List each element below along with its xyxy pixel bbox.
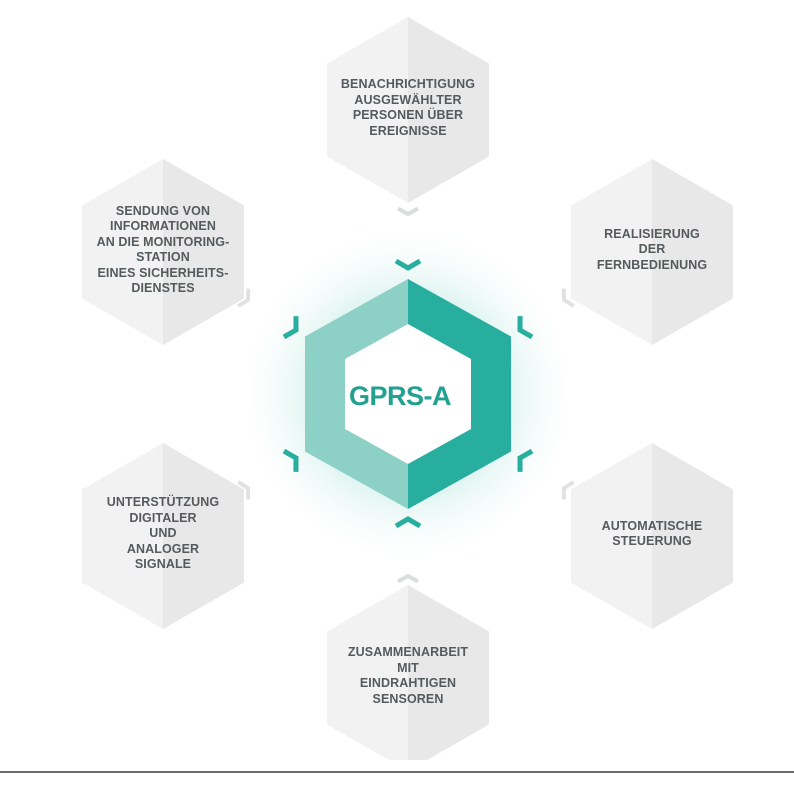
hexagon-bottom <box>327 585 489 760</box>
chevron-markers <box>237 206 575 584</box>
bracket-upper-right <box>517 316 534 340</box>
hexagon-diagram <box>82 17 733 760</box>
bracket-bottom-shape <box>394 516 422 529</box>
feature-label-lower-right: AUTOMATISCHE STEUERUNG <box>601 518 703 549</box>
chevron-top-gray <box>397 206 419 217</box>
bracket-lower-left-shape <box>282 448 299 472</box>
bottom-divider <box>0 771 794 773</box>
chevron-lower-left-gray <box>237 480 251 500</box>
center-hex-inner <box>345 324 471 464</box>
feature-label-lower-left: UNTERSTÜTZUNG DIGITALER UND ANALOGER SIG… <box>106 495 220 572</box>
hexagon-upper-left <box>82 159 244 345</box>
feature-label-bottom: ZUSAMMENARBEIT MIT EINDRAHTIGEN SENSOREN <box>347 645 469 706</box>
bracket-upper-left-shape <box>282 316 299 340</box>
feature-label-top: BENACHRICHTIGUNG AUSGEWÄHLTER PERSONEN Ü… <box>340 77 476 138</box>
chevron-lower-left-gray-shape <box>237 480 251 500</box>
hexagon-top-shade <box>408 17 489 203</box>
chevron-lower-right-gray-shape <box>561 480 575 500</box>
chevron-upper-left-gray <box>237 288 251 308</box>
hexagon-bottom-shade <box>408 585 489 760</box>
feature-label-upper-left: SENDUNG VON INFORMATIONEN AN DIE MONITOR… <box>96 203 230 296</box>
center-hexagon <box>282 258 534 529</box>
chevron-top-gray-shape <box>397 206 419 217</box>
hexagon-lower-left <box>82 443 244 629</box>
bracket-lower-right-shape <box>517 448 534 472</box>
chevron-upper-left-gray-shape <box>237 288 251 308</box>
chevron-upper-right-gray <box>561 288 575 308</box>
hexagon-upper-right <box>571 159 733 345</box>
bracket-lower-left <box>282 448 299 472</box>
hexagon-upper-left-shade <box>163 159 244 345</box>
center-title: GPRS-A <box>348 381 452 411</box>
bracket-upper-right-shape <box>517 316 534 340</box>
hexagon-upper-right-shade <box>652 159 733 345</box>
chevron-bottom-gray-shape <box>397 573 419 584</box>
chevron-bottom-gray <box>397 573 419 584</box>
hexagon-lower-right-shade <box>652 443 733 629</box>
bracket-top-shape <box>394 258 422 271</box>
bracket-lower-right <box>517 448 534 472</box>
bracket-top <box>394 258 422 271</box>
hexagon-lower-left-shade <box>163 443 244 629</box>
hexagon-lower-right <box>571 443 733 629</box>
bracket-upper-left <box>282 316 299 340</box>
bracket-bottom <box>394 516 422 529</box>
feature-hexagons <box>82 17 733 760</box>
feature-label-upper-right: REALISIERUNG DER FERNBEDIENUNG <box>596 226 708 272</box>
chevron-lower-right-gray <box>561 480 575 500</box>
hexagon-top <box>327 17 489 203</box>
chevron-upper-right-gray-shape <box>561 288 575 308</box>
